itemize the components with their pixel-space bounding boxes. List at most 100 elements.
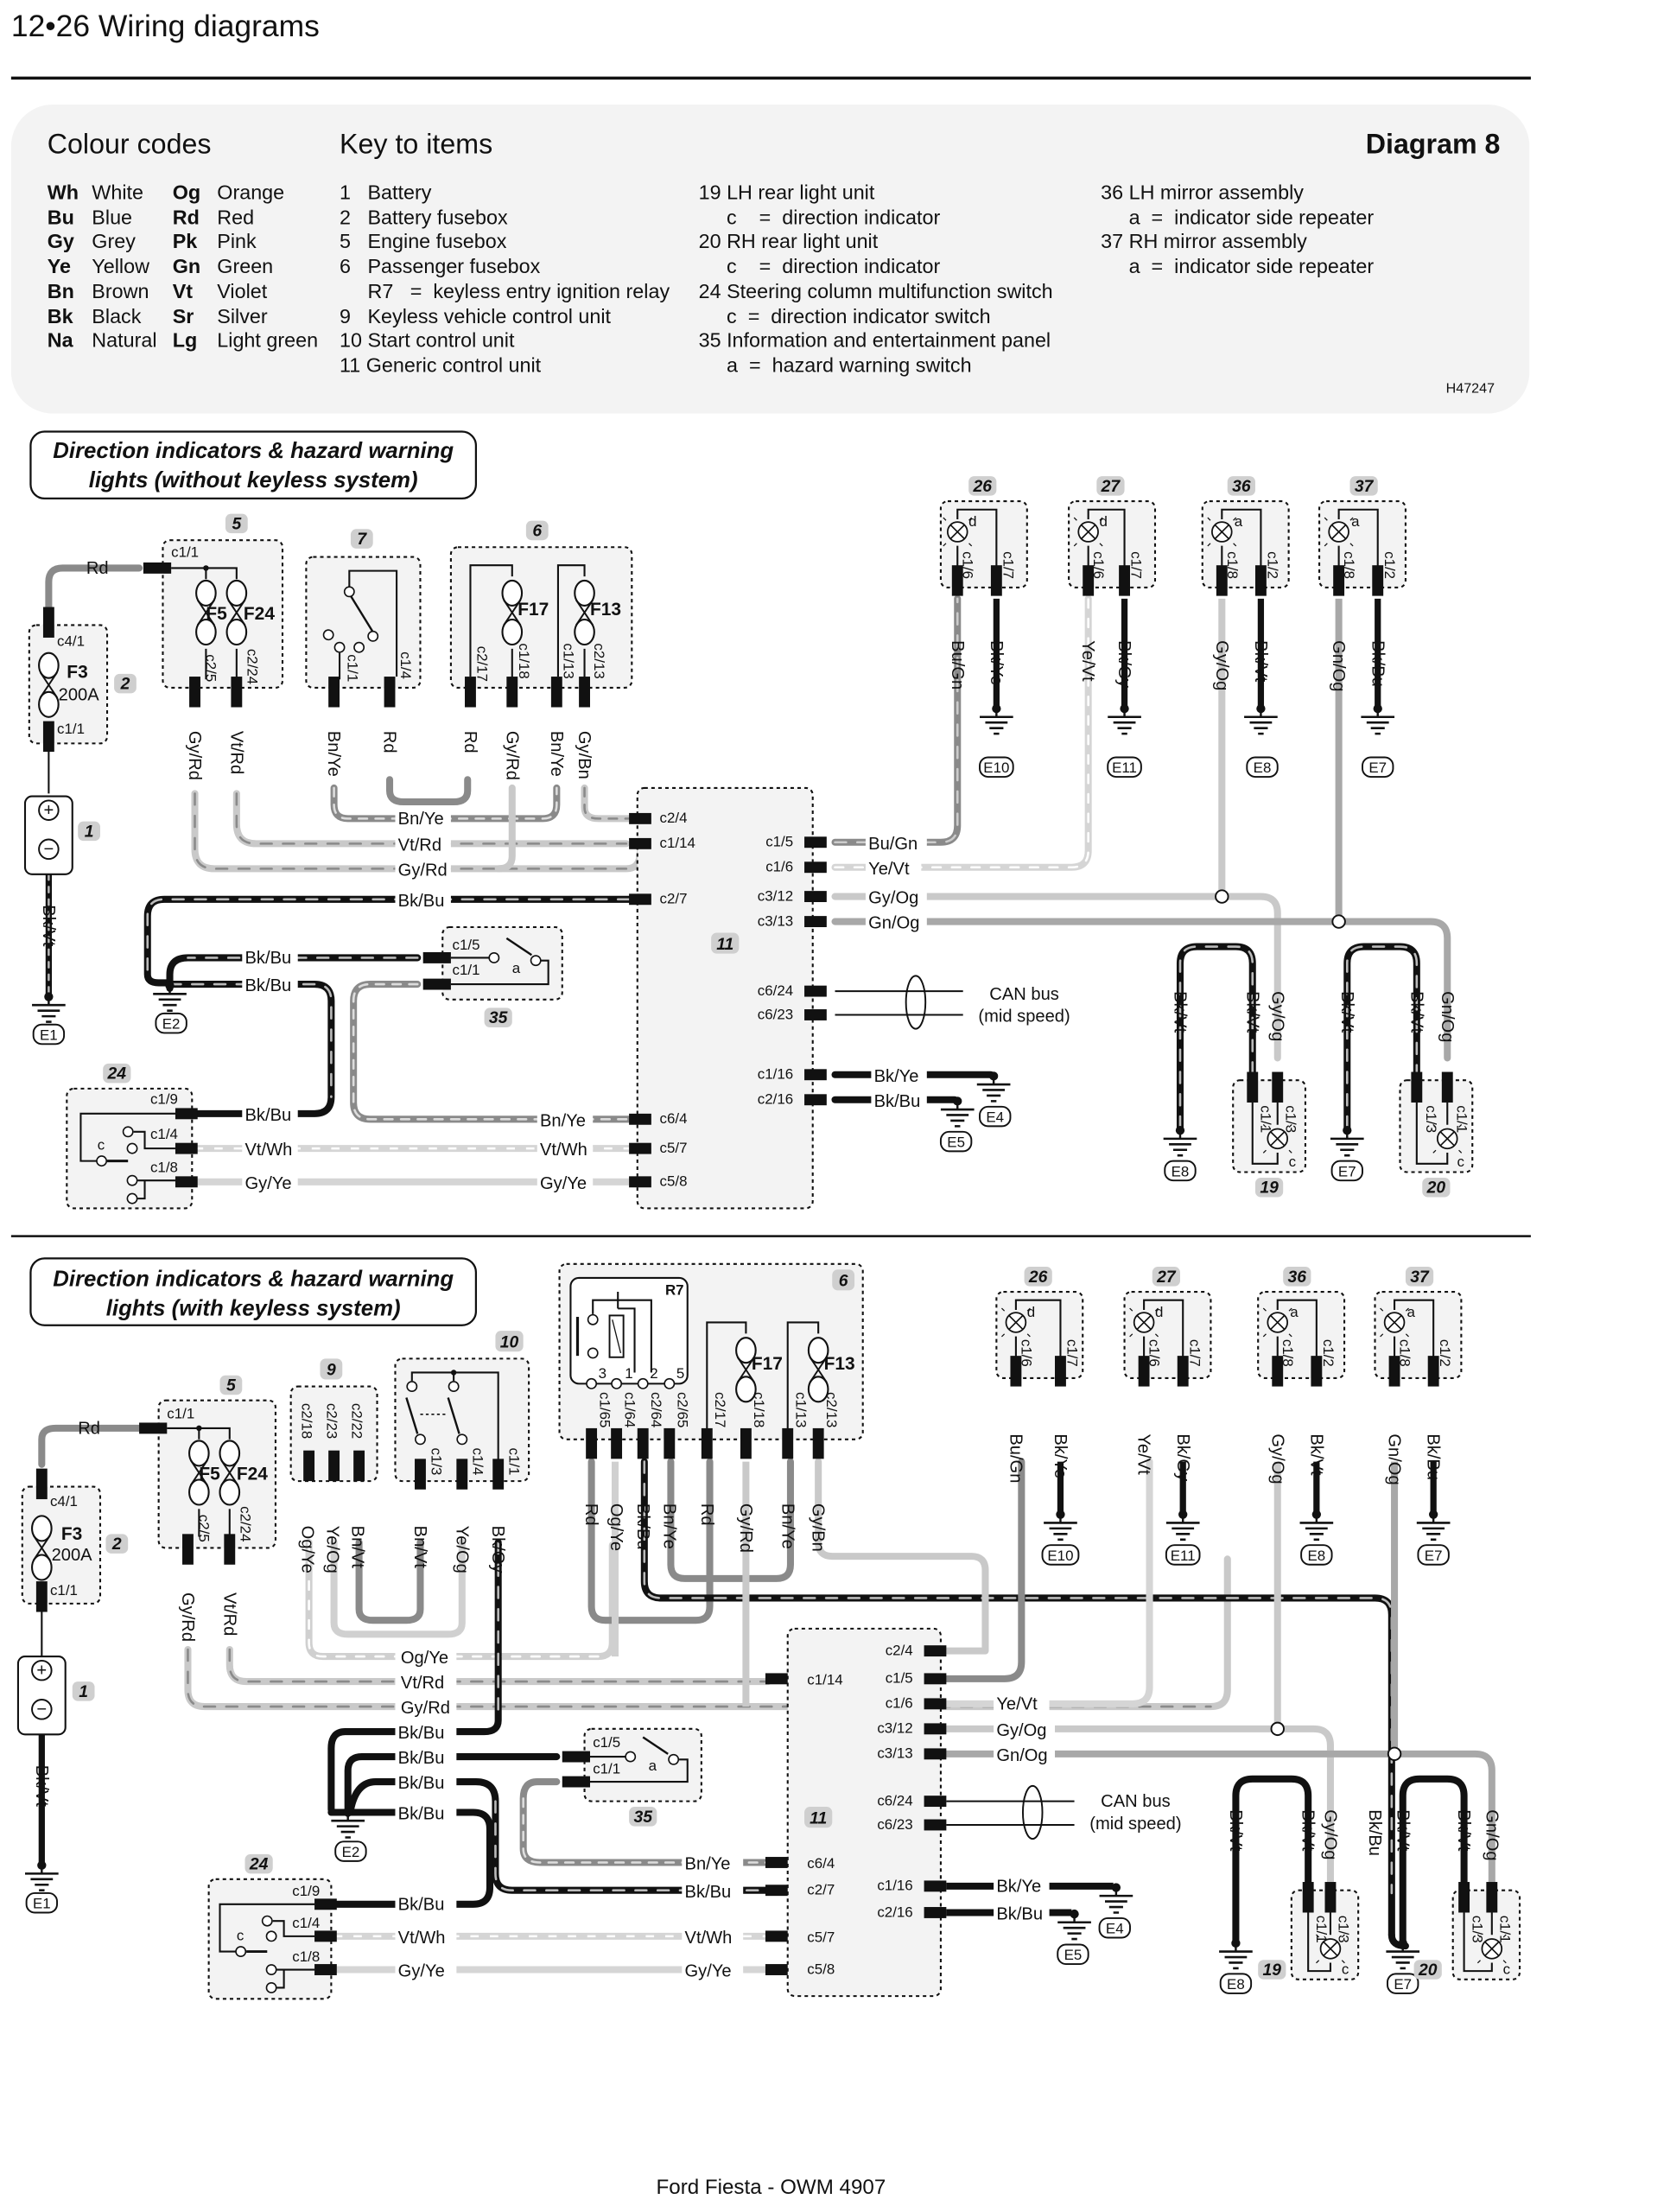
pin-label: c1/14 <box>807 1671 842 1688</box>
key-item: 2 Battery fusebox <box>340 207 508 229</box>
colour-code: Gn <box>173 255 200 277</box>
key-item: 24 Steering column multifunction switch <box>699 280 1053 302</box>
diagram-without-keyless: Direction indicators & hazard warning li… <box>23 430 1474 1210</box>
sub-label: d <box>1027 1304 1035 1320</box>
wire-label: Vt/Wh <box>398 1929 446 1948</box>
svg-text:+: + <box>36 1662 47 1681</box>
fuse-label: F17 <box>518 600 549 620</box>
pin-label: c1/3 <box>1423 1105 1439 1133</box>
pin-label: c1/1 <box>171 544 199 561</box>
colour-code: Bu <box>48 207 74 229</box>
colour-code: Sr <box>173 305 194 327</box>
pin-label: c1/6 <box>1018 1339 1034 1367</box>
wire-label: Gy/Bn <box>809 1503 828 1552</box>
key-item: a = indicator side repeater <box>1101 207 1374 229</box>
ground-label: E8 <box>1254 760 1272 776</box>
pin-label: c1/65 <box>596 1392 613 1427</box>
wire-labels-mid: Bn/Ye Vt/Rd Gy/Rd Bk/Bu Bk/Bu Bk/Bu Bk/B… <box>242 807 594 1193</box>
pin-label: c1/1 <box>593 1760 620 1777</box>
key-item: 6 Passenger fusebox <box>340 255 541 277</box>
relay-terminal: 5 <box>676 1365 684 1382</box>
wire-label: Gy/Rd <box>178 1592 197 1642</box>
wire-label: Bk/Ye <box>987 640 1006 685</box>
engine-fusebox: 5 F5 F24 c1/1 c2/5 c2/24 Gy/Rd Vt/Rd <box>139 1375 276 1642</box>
wire-label: Vt/Rd <box>219 1592 238 1636</box>
wire-label: Bk/Bu <box>685 1883 732 1902</box>
pin-label: c4/1 <box>57 633 85 650</box>
colour-name: Orange <box>217 181 284 204</box>
colour-code: Rd <box>173 207 200 229</box>
pin-label: c6/24 <box>877 1792 912 1808</box>
colour-code: Bk <box>48 305 73 327</box>
pin-label: c5/7 <box>660 1140 688 1156</box>
start-control-unit: 10 c1/3 c1/4 c1/1 Bn/Vt Ye/Og Bk/Gy <box>394 1331 530 1573</box>
wire-label: Vt/Wh <box>245 1141 293 1160</box>
pin-label: c1/3 <box>1282 1105 1299 1133</box>
key-item: 37 RH mirror assembly <box>1101 230 1307 252</box>
fuse-label: F3 <box>61 1524 82 1544</box>
item-badge: 26 <box>1028 1268 1048 1287</box>
pin-label: c1/16 <box>877 1878 912 1894</box>
colour-code: Na <box>48 328 74 351</box>
pin-label: c2/4 <box>660 810 688 826</box>
wire-label: Bk/Vt <box>1406 991 1426 1033</box>
pin-label: c2/5 <box>195 1515 212 1542</box>
pin-label: c2/18 <box>299 1403 315 1439</box>
item-badge: 11 <box>716 936 733 954</box>
ground-label: E4 <box>1106 1921 1124 1937</box>
pin-label: c1/8 <box>1396 1339 1413 1367</box>
pin-label: c1/6 <box>765 859 793 875</box>
key-item: R7 = keyless entry ignition relay <box>340 280 670 302</box>
wire-label: Bn/Vt <box>348 1526 367 1569</box>
relay-terminal: 3 <box>599 1365 606 1382</box>
wire-label: Bk/Bu <box>1424 1433 1443 1480</box>
key-item: 36 LH mirror assembly <box>1101 181 1304 204</box>
ground-label: E2 <box>162 1016 181 1033</box>
ground-label: E4 <box>986 1109 1004 1126</box>
item-badge: 37 <box>1355 478 1375 496</box>
item-badge: 9 <box>327 1362 336 1380</box>
pin-label: c1/8 <box>1341 551 1357 579</box>
sub-label: a <box>1235 513 1243 530</box>
info-entertainment-panel: c1/5 c1/1 a 35 <box>422 925 563 1027</box>
diagram-title-line2: lights (with keyless system) <box>106 1296 401 1320</box>
wire-label: Bu/Gn <box>1006 1433 1025 1483</box>
engine-fusebox: 5 F5 F24 c1/1 c2/5 c2/24 Gy/Rd Vt/Rd <box>143 513 284 780</box>
wire-label: Bu/Gn <box>868 835 918 854</box>
pin-label: c3/12 <box>877 1720 912 1737</box>
can-bus-label: CAN bus <box>1101 1792 1171 1811</box>
wire-label: Bk/Vt <box>1299 1809 1318 1852</box>
colour-name: Natural <box>92 328 156 351</box>
wire-label: Gy/Og <box>1321 1809 1340 1859</box>
wire-label: Gy/Og <box>868 889 918 908</box>
wire-label: Gn/Og <box>1385 1433 1404 1484</box>
ground-label: E11 <box>1171 1548 1196 1564</box>
fuse-rating: 200A <box>59 685 100 704</box>
wire-label: Bn/Ye <box>324 731 343 777</box>
ground-label: E7 <box>1368 760 1387 776</box>
wire-label: Gy/Bn <box>575 731 594 779</box>
battery: + − 1 Bk/Vt E1 <box>23 795 100 1046</box>
pin-label: c2/16 <box>877 1904 912 1920</box>
wire-label: Ye/Og <box>323 1526 342 1573</box>
pin-label: c6/4 <box>660 1110 688 1127</box>
item-badge: 35 <box>489 1009 508 1027</box>
item-badge: 20 <box>1418 1961 1438 1980</box>
pin-label: c1/4 <box>150 1126 178 1142</box>
item-badge: 19 <box>1260 1179 1279 1198</box>
key-item: 11 Generic control unit <box>340 353 542 376</box>
wire-label: Gy/Og <box>996 1721 1046 1740</box>
sub-label: a <box>1290 1304 1299 1320</box>
pin-label: c1/3 <box>1336 1916 1352 1943</box>
sub-label: d <box>1155 1304 1163 1320</box>
wire-label: Og/Ye <box>298 1526 317 1573</box>
key-item: c = direction indicator <box>699 207 941 229</box>
colour-name: Violet <box>217 280 267 302</box>
wire-label: Bk/Bu <box>245 1106 292 1125</box>
passenger-fusebox: 6 F17 F13 c2/17 c1/18 c1/13 c2/13 Rd Gy/… <box>449 520 633 780</box>
diagram-with-keyless: Direction indicators & hazard warning li… <box>16 1257 1521 2000</box>
wire-label: Vt/Rd <box>226 731 245 774</box>
pin-label: c1/1 <box>167 1406 194 1422</box>
